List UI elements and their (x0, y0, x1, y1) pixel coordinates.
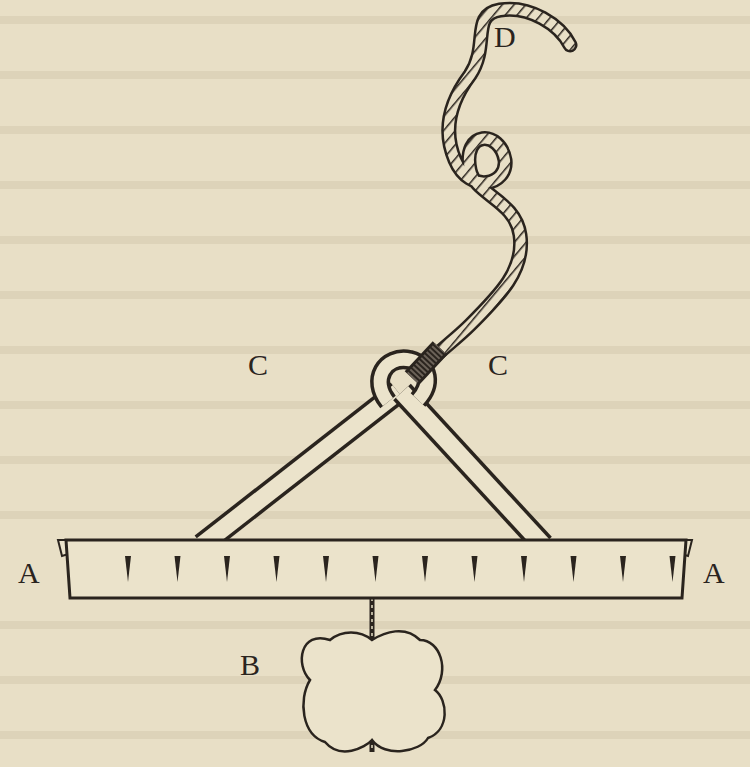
spike (472, 556, 478, 582)
paper-texture (0, 20, 750, 735)
part-letter: A (18, 558, 40, 588)
weight (302, 631, 445, 751)
spike (373, 556, 379, 582)
part-letter: C (488, 350, 508, 380)
spike (620, 556, 626, 582)
spike (521, 556, 527, 582)
part-letter: A (703, 558, 725, 588)
spike (670, 556, 676, 582)
part-letter: B (240, 650, 260, 680)
spike (224, 556, 230, 582)
spike (125, 556, 131, 582)
spike (274, 556, 280, 582)
part-letter: D (494, 22, 516, 52)
rods (202, 359, 543, 545)
spike (323, 556, 329, 582)
spike (422, 556, 428, 582)
spike (175, 556, 181, 582)
spike (571, 556, 577, 582)
rope (412, 9, 570, 378)
part-letter: C (248, 350, 268, 380)
spiked-bar (58, 540, 692, 598)
